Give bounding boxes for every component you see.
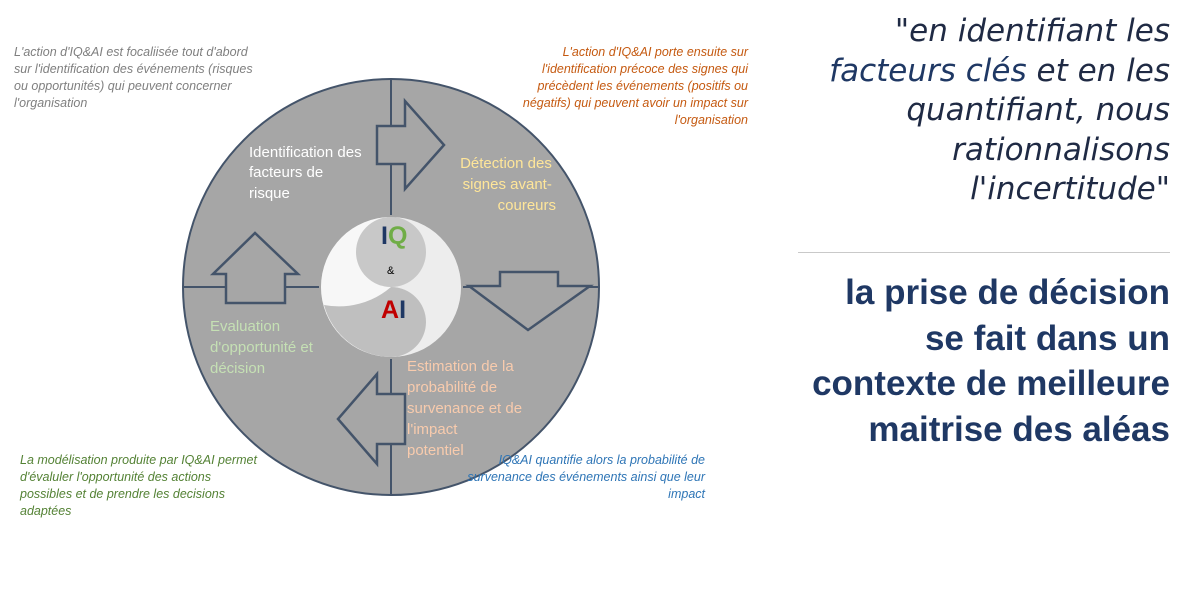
- arrow-down-icon: [465, 270, 594, 332]
- center-label-ai: AI: [381, 296, 406, 324]
- arrow-left-icon: [336, 370, 407, 468]
- center-label-iq: IQ: [381, 222, 407, 250]
- quote-text: "en identifiant les facteurs clés et en …: [770, 12, 1170, 210]
- arrow-up-icon: [209, 231, 302, 305]
- conclusion-text: la prise de décision se fait dans un con…: [812, 273, 1170, 449]
- arrow-right-icon: [375, 97, 446, 193]
- note-estimation: IQ&AI quantifie alors la probabilité de …: [467, 453, 705, 501]
- quote-highlight: facteurs clés: [829, 52, 1027, 89]
- quadrant-label-detection: Détection des signes avant- coureurs: [460, 155, 556, 214]
- center-ampersand: &: [387, 265, 395, 277]
- note-detection: L'action d'IQ&AI porte ensuite sur l'ide…: [522, 45, 748, 127]
- quadrant-label-estimation: Estimation de la probabilité de survenan…: [407, 358, 526, 459]
- note-identification: L'action d'IQ&AI est focaliisée tout d'a…: [14, 45, 253, 110]
- separator-line: [798, 252, 1170, 253]
- quadrant-label-identification: Identification des facteurs de risque: [249, 144, 366, 202]
- risk-cycle-diagram: IQ & AI Identification des facteurs de r…: [182, 78, 600, 496]
- note-evaluation: La modélisation produite par IQ&AI perme…: [20, 453, 257, 518]
- quote-open: "en identifiant les: [894, 13, 1170, 49]
- quote-rest: et en les quantifiant, nous rationnaliso…: [906, 52, 1170, 208]
- quadrant-label-evaluation: Evaluation d'opportunité et décision: [210, 318, 317, 377]
- yin-yang-icon: [321, 217, 461, 357]
